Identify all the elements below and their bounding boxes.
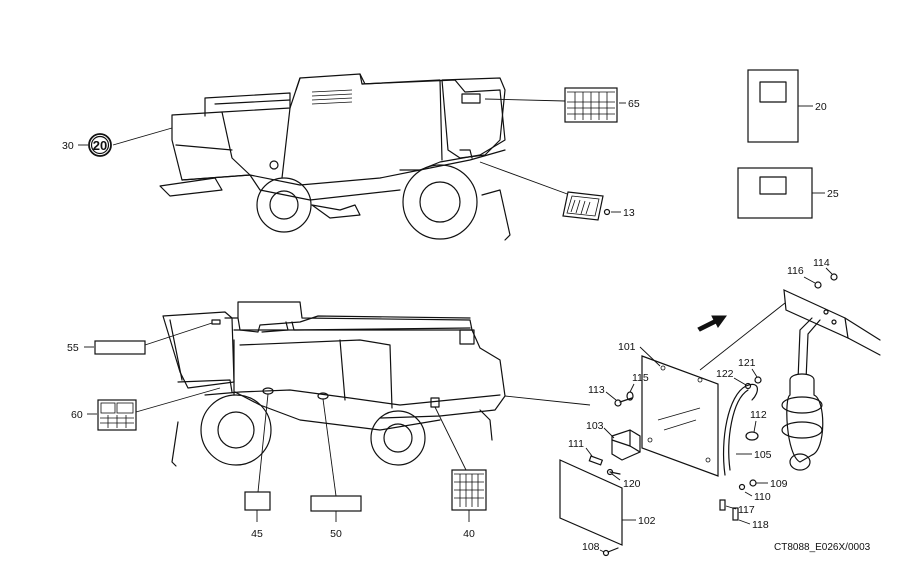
combine-top-view bbox=[112, 73, 511, 241]
rear-wheel-top bbox=[402, 164, 478, 240]
label-65-decal: 65 bbox=[484, 87, 640, 123]
callout-122: 122 bbox=[716, 368, 734, 380]
label-13-plate: 13 bbox=[479, 161, 635, 221]
lamp-bracket-assembly bbox=[504, 273, 881, 557]
callout-13: 13 bbox=[623, 207, 635, 219]
label-45-sticker: 45 bbox=[244, 393, 271, 540]
pin-111 bbox=[588, 455, 604, 466]
callout-110: 110 bbox=[754, 491, 771, 503]
callout-117: 117 bbox=[738, 504, 755, 516]
speed-badge-text: 20 bbox=[93, 138, 107, 153]
callout-115: 115 bbox=[632, 372, 649, 384]
figure-code: CT8088_E026X/0003 bbox=[774, 542, 871, 553]
label-60-decal: 60 bbox=[71, 387, 221, 431]
callout-112: 112 bbox=[750, 409, 767, 421]
bolt-113 bbox=[614, 397, 633, 407]
callout-105: 105 bbox=[754, 449, 772, 461]
callout-30: 30 bbox=[62, 140, 74, 152]
callout-40: 40 bbox=[463, 528, 475, 540]
callout-45: 45 bbox=[251, 528, 263, 540]
callout-120: 120 bbox=[623, 478, 641, 490]
callout-111: 111 bbox=[568, 438, 584, 450]
engine-grille bbox=[311, 89, 353, 105]
front-wheel-top bbox=[256, 177, 312, 233]
callout-114: 114 bbox=[813, 257, 830, 269]
callout-113: 113 bbox=[588, 384, 605, 396]
callout-55: 55 bbox=[67, 342, 79, 354]
callout-102: 102 bbox=[638, 515, 656, 527]
callout-118: 118 bbox=[752, 519, 769, 531]
callout-25: 25 bbox=[827, 188, 839, 200]
callout-121: 121 bbox=[738, 357, 756, 369]
callout-116: 116 bbox=[787, 265, 804, 277]
assembly-callouts: 101 115 113 103 111 120 102 108 105 112 … bbox=[568, 257, 833, 553]
label-25-manual: 25 bbox=[737, 167, 839, 219]
callout-60: 60 bbox=[71, 409, 83, 421]
label-55-strip: 55 bbox=[67, 322, 213, 355]
callout-65: 65 bbox=[628, 98, 640, 110]
callout-103: 103 bbox=[586, 420, 604, 432]
label-30-speed-decal: 30 20 bbox=[62, 133, 112, 157]
label-20-manual: 20 bbox=[747, 69, 827, 143]
label-40-decal: 40 bbox=[434, 406, 487, 540]
callout-109: 109 bbox=[770, 478, 788, 490]
callout-20: 20 bbox=[815, 101, 827, 113]
callout-50: 50 bbox=[330, 528, 342, 540]
callout-108: 108 bbox=[582, 541, 600, 553]
label-50-sticker: 50 bbox=[310, 398, 362, 540]
arrow-icon bbox=[697, 315, 727, 332]
callout-101: 101 bbox=[618, 341, 636, 353]
rear-wheel-bottom bbox=[370, 410, 426, 466]
combine-bottom-view bbox=[162, 301, 506, 467]
front-wheel-bottom bbox=[200, 394, 272, 466]
